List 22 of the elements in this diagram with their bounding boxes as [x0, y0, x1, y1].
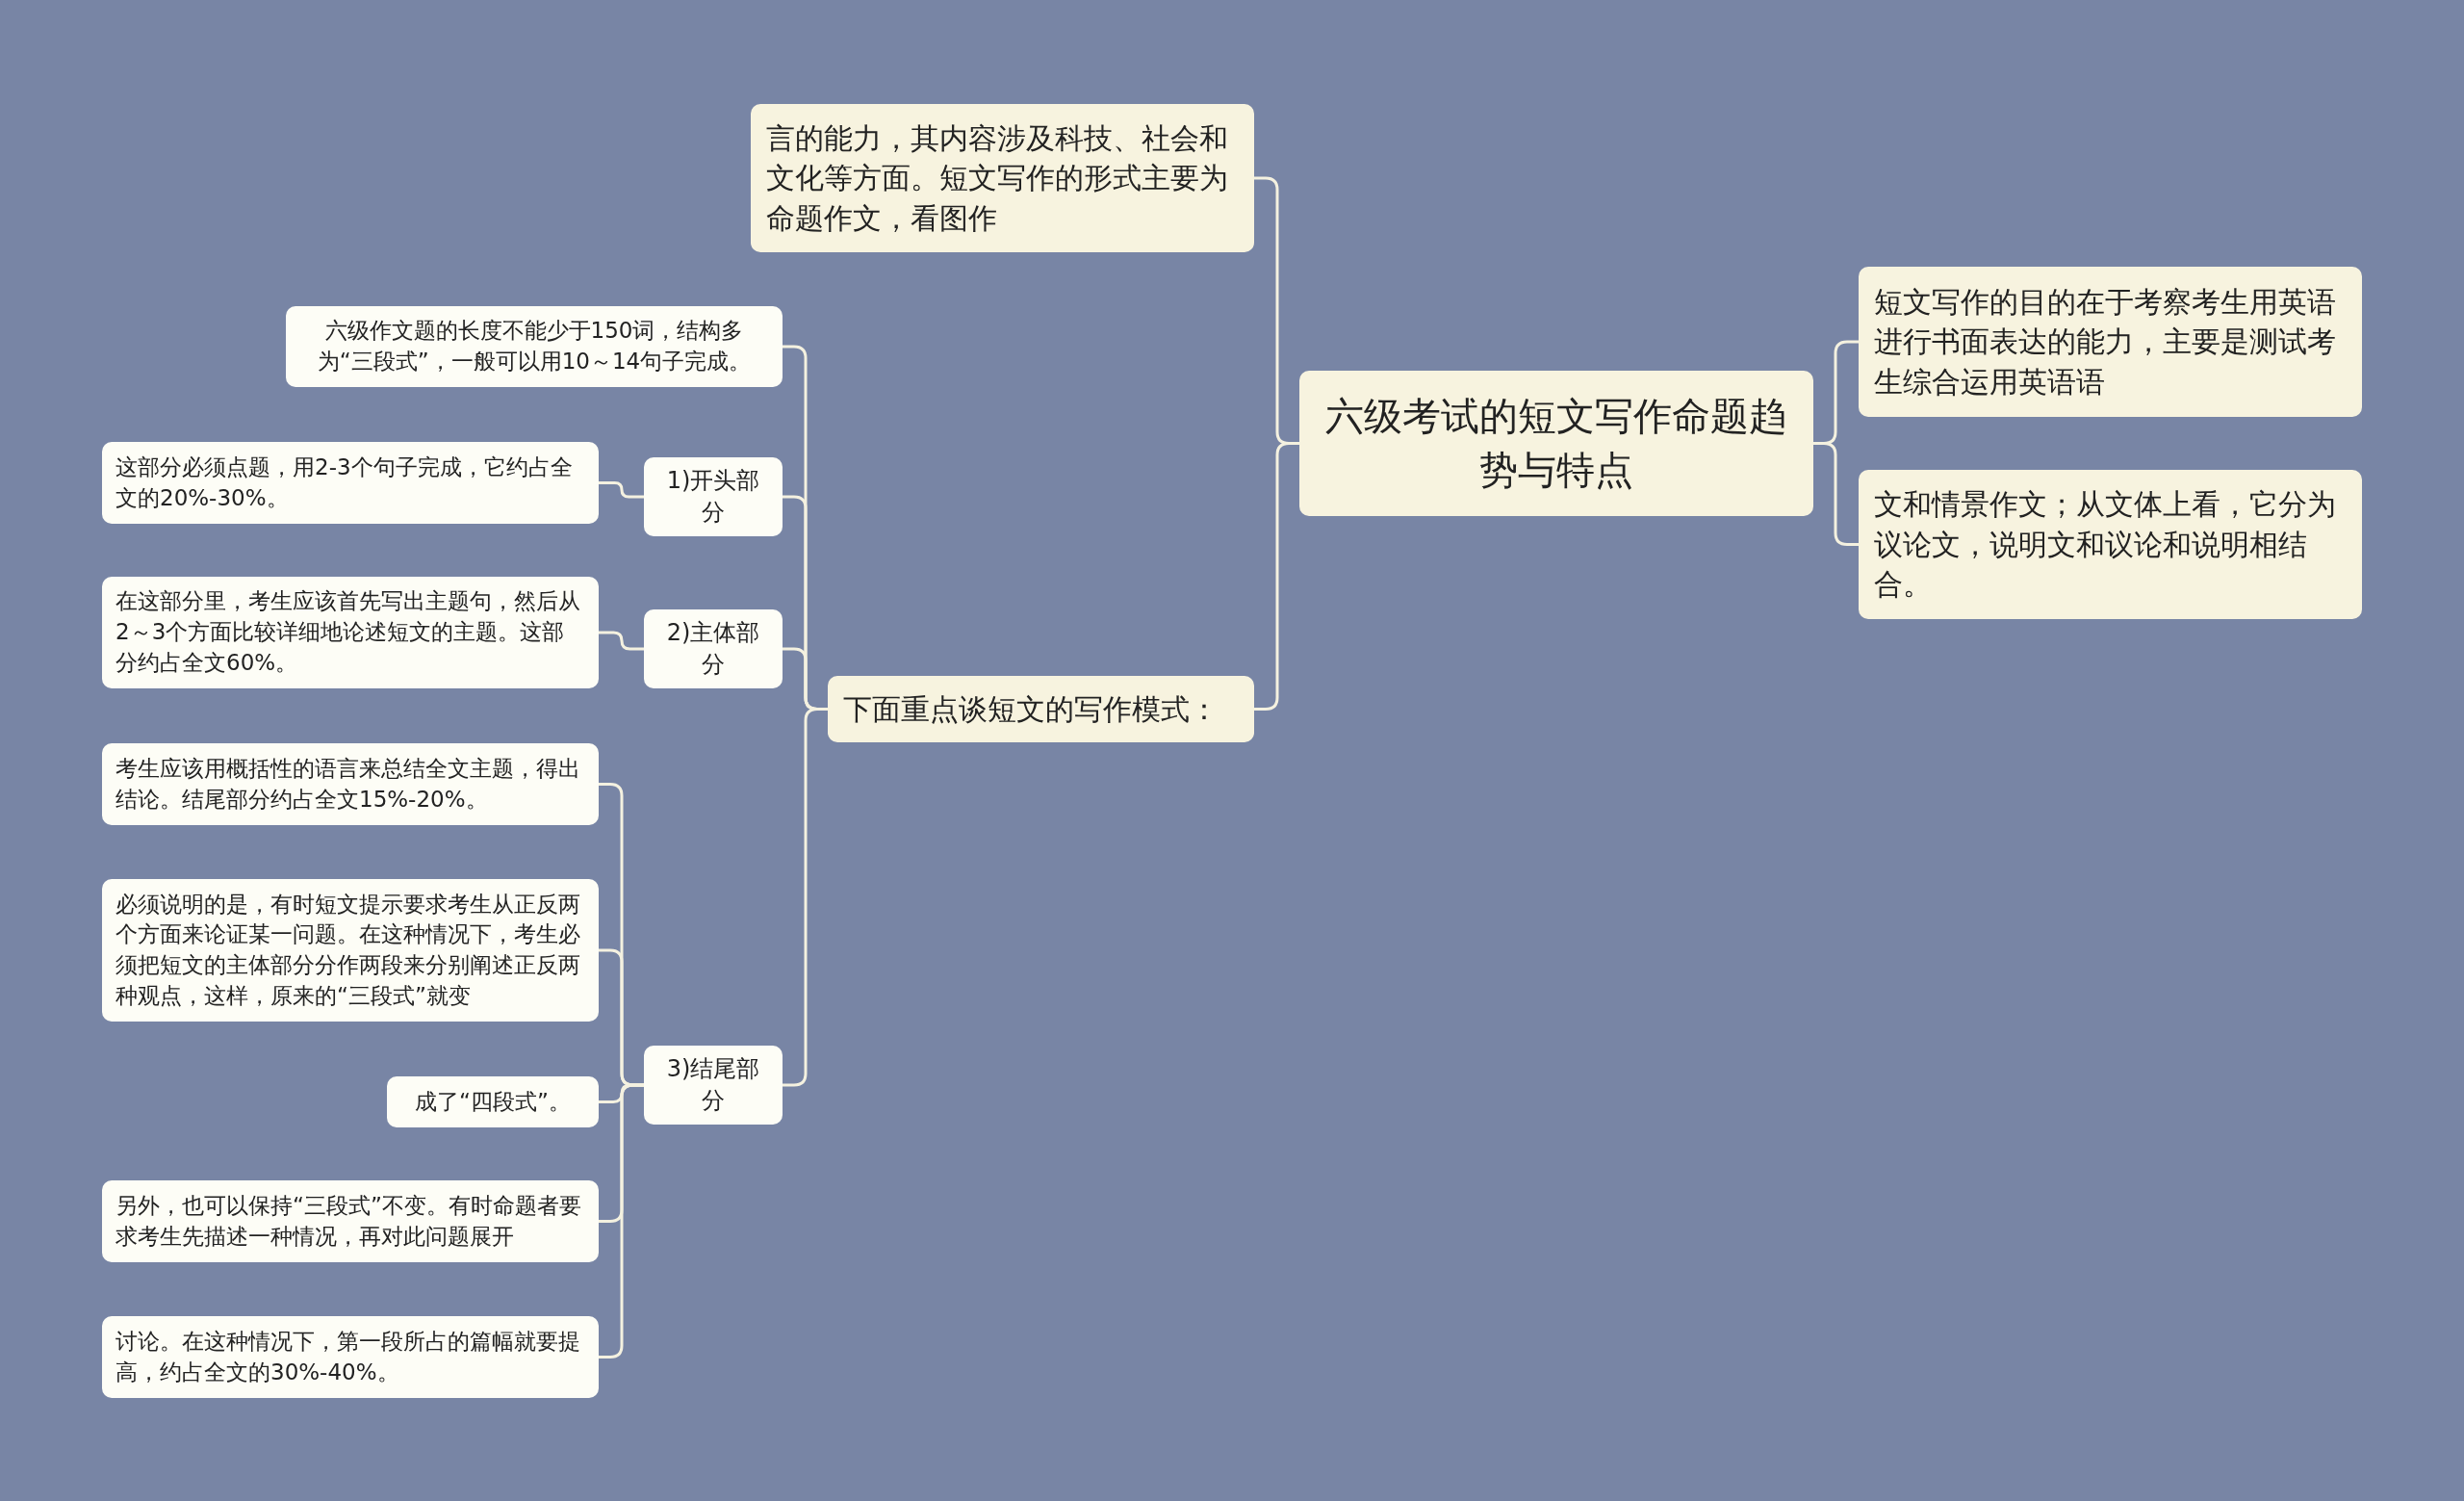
note-box: 1)开头部分: [644, 457, 783, 537]
branch-box: 短文写作的目的在于考察考生用英语进行书面表达的能力，主要是测试考生综合运用英语语: [1859, 267, 2362, 417]
note-box: 成了“四段式”。: [387, 1076, 599, 1127]
branch-box: 下面重点谈短文的写作模式：: [828, 676, 1254, 742]
connector-line: [599, 481, 644, 499]
branch-box: 言的能力，其内容涉及科技、社会和文化等方面。短文写作的形式主要为命题作文，看图作: [751, 104, 1254, 252]
note-box: 必须说明的是，有时短文提示要求考生从正反两个方面来论证某一问题。在这种情况下，考生必须把短文的主体部分分作两段来分别阐述正反两种观点，这样，原来的“三段式”就变: [102, 879, 599, 1022]
note-box: 六级作文题的长度不能少于150词，结构多为“三段式”，一般可以用10～14句子完成。: [286, 306, 783, 387]
note-box: 在这部分里，考生应该首先写出主题句，然后从2～3个方面比较详细地论述短文的主题。这部分约占全文60%。: [102, 577, 599, 688]
topic-box: 六级考试的短文写作命题趋势与特点: [1299, 371, 1813, 516]
note-box: 2)主体部分: [644, 609, 783, 689]
connector-line: [1813, 442, 1859, 546]
note-box: 这部分必须点题，用2-3个句子完成，它约占全文的20%-30%。: [102, 442, 599, 524]
connector-line: [599, 631, 644, 651]
connector-line: [783, 708, 828, 1087]
connector-line: [1254, 442, 1299, 711]
connector-line: [599, 1083, 644, 1359]
note-box: 考生应该用概括性的语言来总结全文主题，得出结论。结尾部分约占全文15%-20%。: [102, 743, 599, 825]
note-box: 另外，也可以保持“三段式”不变。有时命题者要求考生先描述一种情况，再对此问题展开: [102, 1180, 599, 1262]
note-box: 讨论。在这种情况下，第一段所占的篇幅就要提高，约占全文的30%-40%。: [102, 1316, 599, 1398]
branch-box: 文和情景作文；从文体上看，它分为议论文，说明文和议论和说明相结合。: [1859, 470, 2362, 619]
note-box: 3)结尾部分: [644, 1046, 783, 1126]
